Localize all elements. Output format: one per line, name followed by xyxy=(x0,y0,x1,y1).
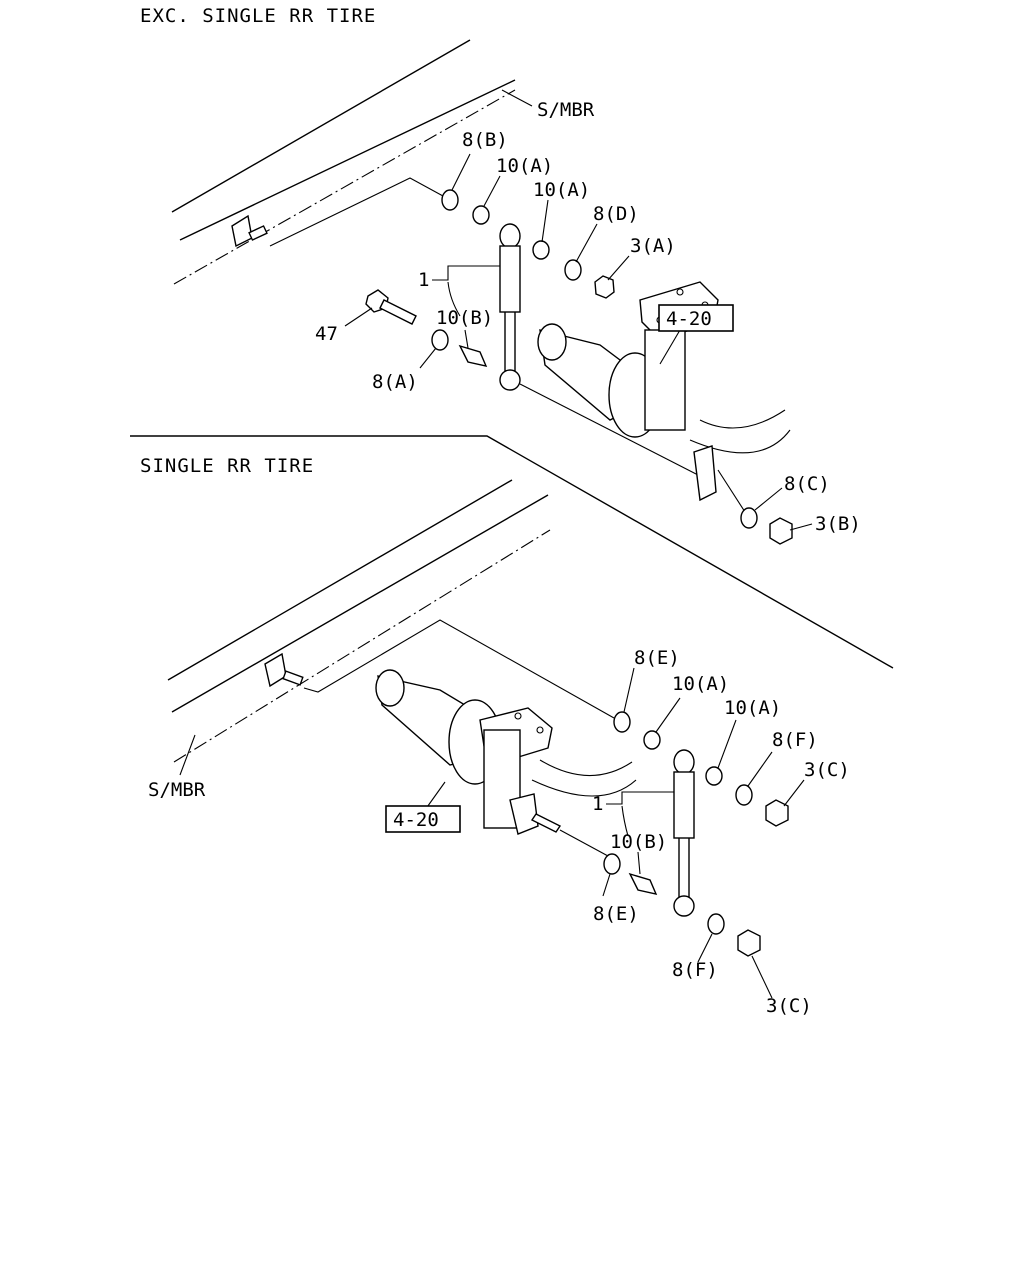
reference-box xyxy=(658,304,734,332)
washer-8b xyxy=(441,189,459,211)
label-10b: 10(B) xyxy=(610,831,667,853)
reference-box xyxy=(385,805,461,833)
side-member-centerline xyxy=(173,529,551,763)
label-10a: 10(A) xyxy=(496,155,553,177)
lower-mount-leader xyxy=(519,383,701,477)
bolt-47 xyxy=(365,289,417,325)
frame-stud xyxy=(248,225,268,241)
label-10a: 10(A) xyxy=(724,697,781,719)
leader-smbr xyxy=(179,734,196,776)
label-smbr: S/MBR xyxy=(537,99,595,121)
mount-leader xyxy=(269,177,444,247)
label-10a: 10(A) xyxy=(533,179,590,201)
bushing-10a xyxy=(705,766,723,786)
reference-label: 4-20 xyxy=(393,809,439,831)
axle-housing-bottom xyxy=(375,669,637,829)
label-8b: 8(B) xyxy=(462,129,508,151)
lower-stud xyxy=(530,813,562,833)
label-8a: 8(A) xyxy=(372,371,418,393)
section-title-top: EXC. SINGLE RR TIRE xyxy=(140,5,376,27)
leader xyxy=(464,329,469,349)
label-3c: 3(C) xyxy=(766,995,812,1017)
washer-8f xyxy=(707,913,725,935)
leader-1b xyxy=(447,281,461,317)
frame-stud xyxy=(282,670,304,686)
leader xyxy=(637,851,641,875)
shock-absorber-bottom xyxy=(673,749,695,917)
leader xyxy=(483,175,501,207)
side-member-rail xyxy=(167,479,513,681)
leader xyxy=(697,933,713,963)
label-3a: 3(A) xyxy=(630,235,676,257)
leader-smbr xyxy=(501,89,533,107)
leader xyxy=(754,487,783,511)
leader xyxy=(747,751,773,787)
bottom-assembly: S/MBR 8(E) 10(A) 10(A) 8(F) 3(C) 1 4-20 … xyxy=(148,479,850,1017)
leader xyxy=(602,873,611,897)
nut-3c xyxy=(765,799,789,827)
bushing-10a xyxy=(532,240,550,260)
leader xyxy=(451,153,471,191)
side-member-rail xyxy=(171,39,471,213)
bushing-10a xyxy=(643,730,661,750)
leader xyxy=(789,523,813,531)
lower-bracket xyxy=(509,793,539,835)
side-member-rail xyxy=(171,494,549,713)
label-8e: 8(E) xyxy=(634,647,680,669)
bushing-10b xyxy=(628,872,658,895)
mount-leader xyxy=(303,619,615,719)
side-member-centerline xyxy=(173,89,516,285)
bushing-10b xyxy=(458,344,488,367)
leader xyxy=(751,955,773,999)
washer-8e xyxy=(603,853,621,875)
label-3b: 3(B) xyxy=(815,513,861,535)
nut-3b xyxy=(769,517,793,545)
washer-8d xyxy=(564,259,582,281)
label-8e: 8(E) xyxy=(593,903,639,925)
leader-1b xyxy=(621,805,629,837)
label-8d: 8(D) xyxy=(593,203,639,225)
lower-stud-leader xyxy=(717,469,746,513)
leader xyxy=(344,307,373,327)
label-8f: 8(F) xyxy=(672,959,718,981)
label-8c: 8(C) xyxy=(784,473,830,495)
shock-absorber-top xyxy=(499,223,521,391)
washer-8c xyxy=(740,507,758,529)
label-10a: 10(A) xyxy=(672,673,729,695)
top-assembly: S/MBR 8(B) 10(A) 10(A) 8(D) 3(A) 1 47 10… xyxy=(171,39,861,545)
leader xyxy=(623,667,635,713)
frame-bracket xyxy=(264,652,287,688)
leader xyxy=(655,697,681,733)
reference-label: 4-20 xyxy=(666,308,712,330)
leader xyxy=(659,329,681,365)
nut-3a xyxy=(594,275,615,299)
label-8f: 8(F) xyxy=(772,729,818,751)
leader xyxy=(419,347,437,369)
label-smbr: S/MBR xyxy=(148,779,206,801)
bushing-10a xyxy=(472,205,490,225)
washer-8a xyxy=(431,329,449,351)
label-10b: 10(B) xyxy=(436,307,493,329)
section-divider xyxy=(130,435,894,669)
lower-bracket xyxy=(693,445,717,502)
label-47: 47 xyxy=(315,323,338,345)
leader xyxy=(541,199,549,243)
leader xyxy=(607,255,630,281)
leader xyxy=(717,719,737,769)
washer-8f xyxy=(735,784,753,806)
leader xyxy=(783,779,805,807)
leader-1 xyxy=(606,791,674,805)
section-title-bottom: SINGLE RR TIRE xyxy=(140,455,314,477)
label-3c: 3(C) xyxy=(804,759,850,781)
label-1: 1 xyxy=(592,793,603,815)
frame-bracket xyxy=(231,214,253,248)
lower-stud-leader xyxy=(559,829,609,857)
label-1: 1 xyxy=(418,269,429,291)
nut-3c xyxy=(737,929,761,957)
washer-8e xyxy=(613,711,631,733)
side-member-rail xyxy=(179,79,516,241)
leader xyxy=(575,223,598,263)
leader-1 xyxy=(432,265,500,281)
